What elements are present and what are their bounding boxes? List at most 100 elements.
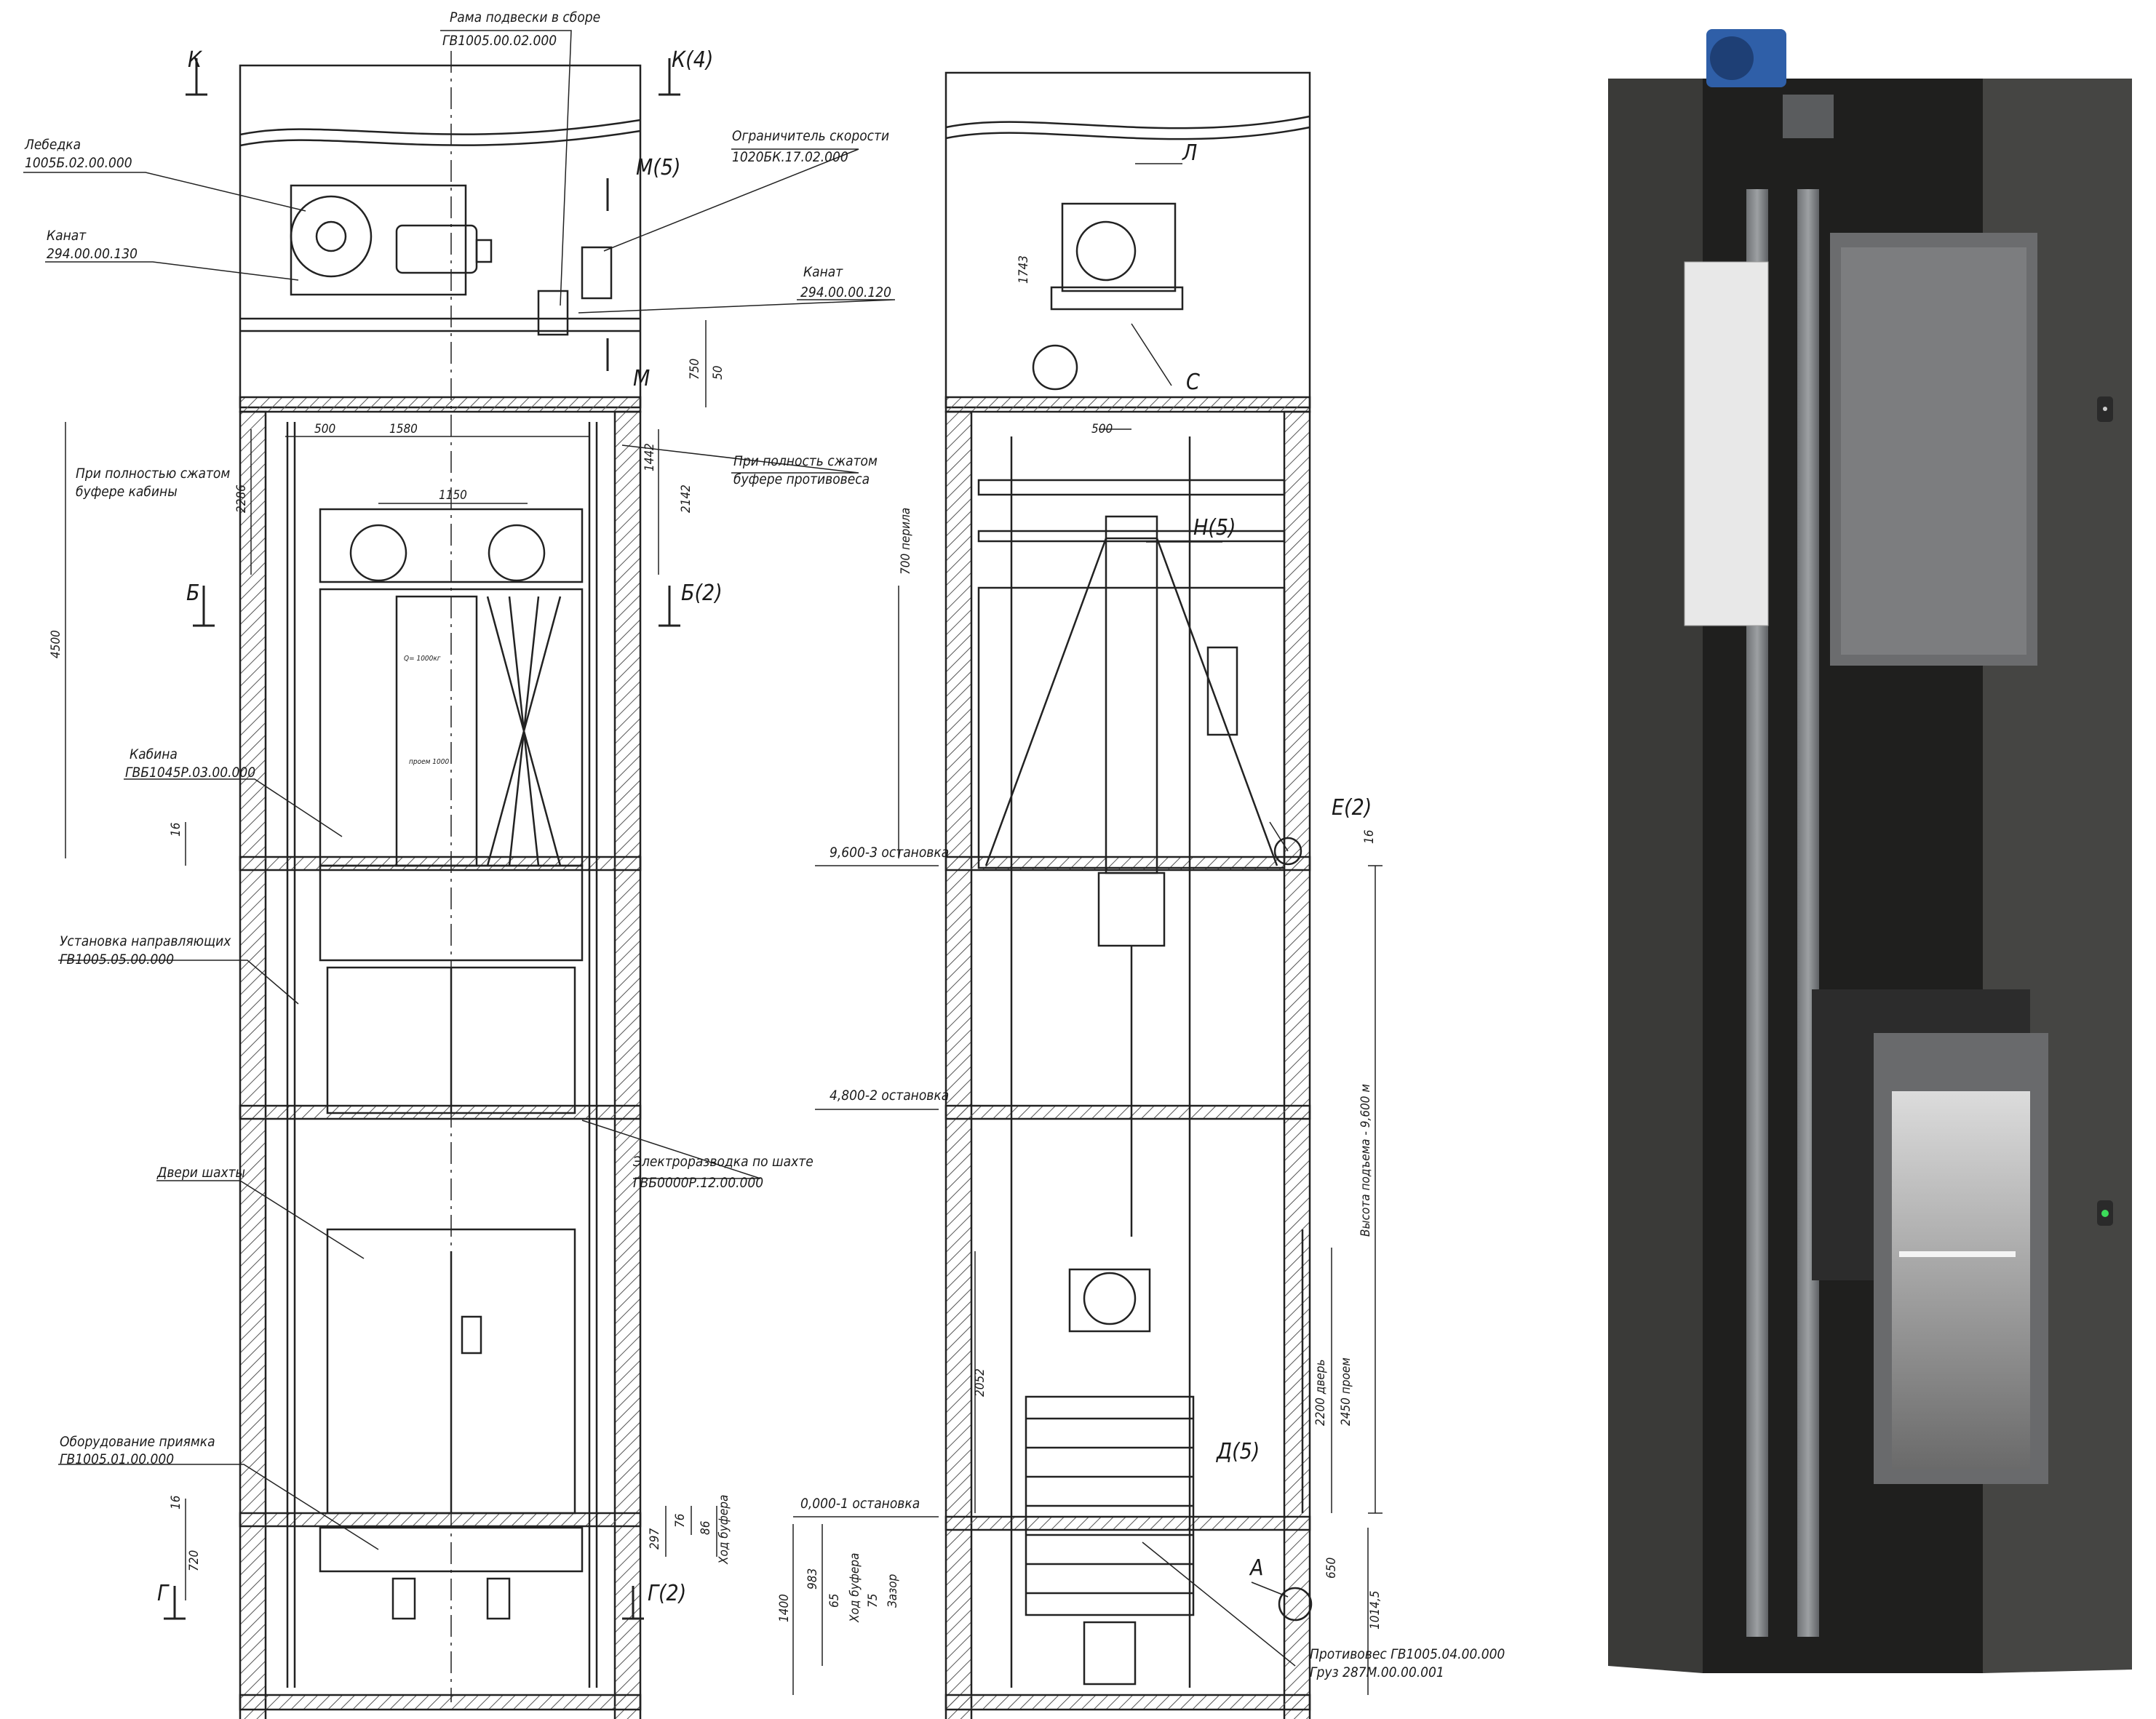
machine-room: [239, 64, 642, 409]
cab-buffer-line1: При полностью сжатом: [76, 466, 230, 482]
opening-height: 2450 проем: [1339, 1357, 1353, 1426]
side-dim-1743: 1743: [1017, 255, 1031, 284]
counterweight-name: Противовес ГВ1005.04.00.000: [1310, 1646, 1505, 1662]
suspension-code: ГВ1005.00.02.000: [442, 33, 557, 49]
cabin-code: ГВБ1045Р.03.00.000: [125, 765, 255, 781]
label-d5: Д(5): [1216, 1439, 1260, 1464]
dim-4500: 4500: [49, 630, 63, 658]
rope2-code: 294.00.00.120: [800, 284, 891, 300]
label-n5: Н(5): [1193, 515, 1236, 541]
pit-floor: [239, 1694, 642, 1711]
suspension-name: Рама подвески в сборе: [450, 9, 600, 25]
side-dim-500: 500: [1091, 422, 1113, 436]
shaft-wall-left: [239, 410, 267, 1719]
side-cabin: [977, 586, 1286, 869]
railing: 700 перила: [899, 508, 913, 575]
limiter-code: 1020БК.17.02.000: [732, 149, 848, 165]
dim-16-lower: 16: [169, 1495, 183, 1509]
label-e2: Е(2): [1332, 795, 1372, 821]
doors-name: Двери шахты: [156, 1165, 245, 1181]
section-k: К: [188, 47, 203, 73]
counterweight-pulley: [1068, 1268, 1151, 1333]
side-dim-983: 983: [805, 1568, 820, 1590]
side-buffer-travel: Ход буфера: [848, 1553, 862, 1623]
winch-name: Лебедка: [24, 137, 81, 153]
front-section-marks: [164, 58, 680, 1620]
section-m: М: [633, 366, 650, 391]
front-buffer-travel: Ход буфера: [717, 1495, 731, 1565]
side-machine-room: [944, 71, 1311, 409]
dim-1442: 1442: [643, 443, 657, 471]
side-dim-1400: 1400: [777, 1594, 792, 1622]
side-callouts: [792, 163, 1383, 1695]
winch-code: 1005Б.02.00.000: [25, 155, 132, 171]
dim-750: 750: [688, 359, 702, 380]
cw-buffer-line1: При полность сжатом: [733, 453, 878, 469]
front-callouts: [23, 30, 896, 1550]
rope1-code: 294.00.00.130: [47, 246, 138, 262]
side-view: [944, 71, 1313, 1719]
level-3: 9,600-3 остановка: [830, 845, 949, 861]
cabin-name: Кабина: [130, 746, 178, 762]
front-callout-text: Рама подвески в сборе ГВ1005.00.02.000 Л…: [24, 9, 891, 1467]
side-dim-650: 650: [1324, 1558, 1339, 1579]
guides-code: ГВ1005.05.00.000: [60, 952, 174, 968]
dim-297: 297: [648, 1528, 662, 1550]
machine-floor: [239, 396, 642, 413]
label-c: С: [1186, 370, 1200, 395]
dim-16-upper: 16: [169, 822, 183, 837]
front-section-labels: К К(4) М(5) М Б Б(2) Г Г(2): [157, 47, 723, 1606]
section-g: Г: [157, 1581, 170, 1606]
section-m5: М(5): [636, 155, 681, 180]
travel-height: Высота подъема - 9,600 м: [1359, 1084, 1373, 1237]
front-view: [239, 51, 642, 1719]
cab-plate: Q= 1000кг: [404, 655, 441, 663]
guides-name: Установка направляющих: [60, 933, 231, 949]
section-g2: Г(2): [648, 1581, 686, 1606]
side-winch: [1061, 202, 1177, 292]
label-l: Л: [1182, 140, 1197, 166]
wiring-code: ГВБ0000Р.12.00.000: [633, 1175, 763, 1191]
pit-name: Оборудование приямка: [60, 1434, 215, 1450]
shaft-wall-right: [613, 410, 642, 1719]
winch: [290, 184, 493, 296]
cab-opening: проем 1000: [409, 758, 449, 766]
dim-720: 720: [187, 1550, 202, 1571]
level-2: 4,800-2 остановка: [830, 1088, 949, 1104]
cab-buffer-line2: буфере кабины: [76, 484, 178, 500]
side-wall-left: [944, 410, 973, 1719]
render-3d: [1608, 29, 2132, 1673]
dim-2286: 2286: [234, 484, 249, 513]
dim-50: 50: [711, 366, 725, 380]
limiter-name: Ограничитель скорости: [732, 128, 889, 144]
gap-label: Зазор: [886, 1574, 900, 1608]
door-height: 2200 дверь: [1313, 1360, 1328, 1427]
side-dim-2052: 2052: [973, 1368, 987, 1397]
dim-1580: 1580: [389, 422, 418, 436]
rope1-name: Канат: [47, 228, 87, 244]
dim-500: 500: [314, 422, 335, 436]
side-dim-16: 16: [1362, 829, 1377, 844]
section-b2: Б(2): [681, 581, 723, 606]
rope2-name: Канат: [803, 264, 843, 280]
label-a: А: [1249, 1555, 1263, 1581]
section-b: Б: [186, 581, 200, 606]
indicator-light: [2101, 1210, 2109, 1217]
dim-1150: 1150: [439, 488, 467, 503]
wiring-name: Электроразводка по шахте: [632, 1154, 814, 1170]
dim-2142: 2142: [679, 484, 693, 513]
side-dim-75: 75: [866, 1594, 880, 1608]
dim-76: 76: [673, 1513, 688, 1528]
cw-buffer-line2: буфере противовеса: [733, 471, 870, 487]
section-k4: К(4): [672, 47, 713, 73]
side-dim-10145: 1014,5: [1368, 1591, 1383, 1630]
cab-interior: [1892, 1091, 2030, 1469]
speed-limiter: [537, 246, 613, 336]
counterweight-load: Груз 287М.00.00.001: [1310, 1664, 1444, 1680]
side-wall-right: [1283, 410, 1311, 1719]
front-dimension-text: 500 1580 750 50 2286 1442 2142 1150 4500…: [49, 359, 731, 1571]
dim-86: 86: [699, 1520, 713, 1535]
counterweight-3d: [1684, 261, 1769, 626]
level-1: 0,000-1 остановка: [800, 1496, 920, 1512]
